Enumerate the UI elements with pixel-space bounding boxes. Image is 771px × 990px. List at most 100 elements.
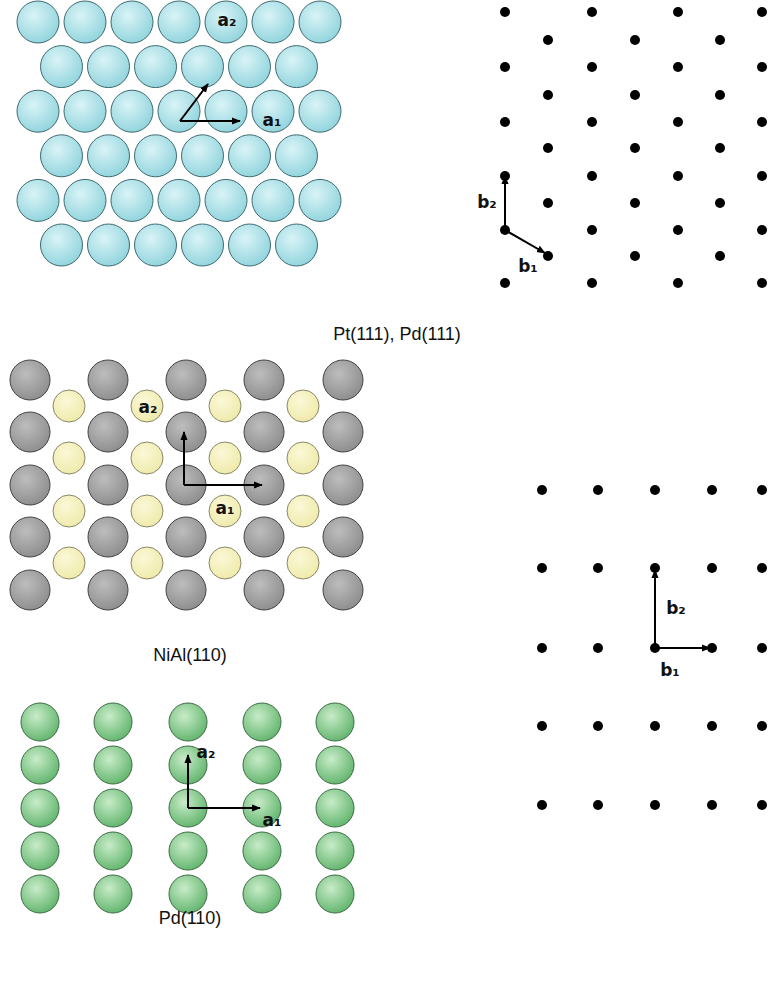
al-atom [53,547,85,579]
vector-label: a₁ [263,812,282,829]
al-atom [287,390,319,422]
pt-atom [135,224,177,266]
pt-atom [252,1,294,43]
pt-atom [276,224,318,266]
reciprocal-point [500,278,510,288]
ni-atom [88,570,128,610]
pt-atom [41,135,83,177]
reciprocal-point [715,143,725,153]
pt-atom [299,1,341,43]
vector-label: a₂ [197,744,216,761]
pt-atom [182,46,224,88]
ni-atom [166,412,206,452]
ni-atom [323,517,363,557]
reciprocal-point [543,90,553,100]
reciprocal-point [757,643,767,653]
reciprocal-point [757,62,767,72]
ni-atom [88,360,128,400]
reciprocal-point [757,117,767,127]
surface-caption: Pd(110) [159,909,222,927]
pd-atom [21,746,59,784]
al-atom [209,547,241,579]
pt-atom [88,46,130,88]
vector-arrow [183,432,185,485]
vector-label: a₁ [263,112,282,129]
reciprocal-point [757,563,767,573]
pt-atom [158,1,200,43]
al-atom [287,547,319,579]
pt-atom [17,1,59,43]
pt-atom [64,1,106,43]
vector-arrow [655,647,710,649]
ni-atom [166,570,206,610]
pt-atom [205,1,247,43]
ni-atom [10,412,50,452]
reciprocal-point [537,485,547,495]
vector-label: a₂ [218,12,237,29]
al-atom [287,442,319,474]
al-atom [209,390,241,422]
pd-atom [316,875,354,913]
ni-atom [166,360,206,400]
pd-atom [169,875,207,913]
ni-atom [10,570,50,610]
pt-atom [64,90,106,132]
reciprocal-point [593,800,603,810]
pt-atom [41,224,83,266]
al-atom [131,495,163,527]
pt-atom [17,90,59,132]
al-atom [131,442,163,474]
reciprocal-point [593,485,603,495]
pd-atom [316,703,354,741]
pd-atom [243,703,281,741]
reciprocal-point [630,90,640,100]
pd-atom [169,703,207,741]
reciprocal-point [630,143,640,153]
pt-atom [41,46,83,88]
pt-atom [299,90,341,132]
reciprocal-point [593,643,603,653]
surface-caption: NiAl(110) [153,646,227,664]
vector-label: b₂ [666,600,686,617]
reciprocal-point [673,7,683,17]
pt-atom [111,1,153,43]
reciprocal-point [757,225,767,235]
reciprocal-point [757,485,767,495]
al-atom [53,442,85,474]
reciprocal-point [630,198,640,208]
pt-atom [111,179,153,221]
vector-arrow [188,807,260,809]
vector-arrow [180,120,240,122]
pd-atom [243,832,281,870]
atom-layer [10,1,363,913]
pt-atom [299,179,341,221]
ni-atom [10,360,50,400]
pd-atom [21,703,59,741]
reciprocal-point [673,225,683,235]
reciprocal-point [715,198,725,208]
reciprocal-point [715,251,725,261]
ni-atom [244,517,284,557]
vector-label: b₁ [518,258,538,275]
pt-atom [64,179,106,221]
vector-label: b₁ [660,662,680,679]
reciprocal-point [673,171,683,181]
reciprocal-point [650,485,660,495]
pd-atom [94,875,132,913]
vector-arrow [504,176,506,230]
pt-atom [182,224,224,266]
vector-arrow [184,484,262,486]
reciprocal-point [543,198,553,208]
ni-atom [244,412,284,452]
al-atom [287,495,319,527]
al-atom [53,390,85,422]
reciprocal-point [757,721,767,731]
reciprocal-point [500,7,510,17]
reciprocal-point [593,721,603,731]
reciprocal-point [587,62,597,72]
vector-arrow [187,755,189,808]
ni-atom [323,412,363,452]
reciprocal-point [543,143,553,153]
ni-atom [166,517,206,557]
